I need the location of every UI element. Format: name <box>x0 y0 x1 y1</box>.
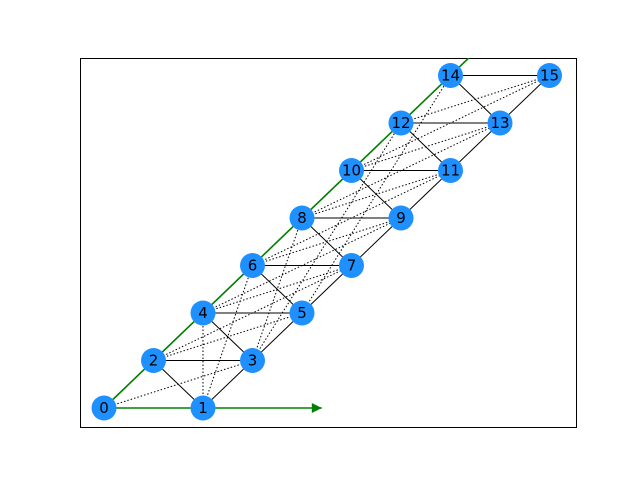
node-label: 8 <box>297 209 307 227</box>
node-circle <box>141 348 166 373</box>
node-label: 3 <box>248 352 258 370</box>
node-8: 8 <box>289 205 315 231</box>
node-label: 1 <box>198 399 208 417</box>
node-label: 15 <box>540 67 559 85</box>
node-label: 0 <box>99 399 109 417</box>
node-circle <box>190 395 216 421</box>
node-circle <box>339 158 364 183</box>
node-label: 14 <box>441 67 460 85</box>
node-label: 12 <box>391 114 410 132</box>
node-circle <box>289 205 315 231</box>
node-circle <box>487 110 513 136</box>
node-13: 13 <box>487 110 513 136</box>
node-7: 7 <box>339 253 364 278</box>
node-circle <box>240 348 265 373</box>
node-circle <box>537 63 562 88</box>
node-label: 13 <box>490 114 509 132</box>
dotted-edge-1-6 <box>202 265 253 409</box>
node-circle <box>91 395 117 421</box>
node-label: 2 <box>149 352 159 370</box>
node-label: 11 <box>441 162 460 180</box>
node-label: 5 <box>297 304 307 322</box>
node-11: 11 <box>438 158 463 183</box>
node-10: 10 <box>339 158 364 183</box>
node-circle <box>388 205 414 231</box>
node-circle <box>438 158 463 183</box>
node-9: 9 <box>388 205 414 231</box>
node-label: 4 <box>198 304 208 322</box>
node-label: 6 <box>248 257 258 275</box>
node-circle <box>240 253 265 278</box>
node-circle <box>339 253 364 278</box>
node-circle <box>388 110 414 136</box>
node-circle <box>438 63 463 88</box>
node-1: 1 <box>190 395 216 421</box>
node-label: 9 <box>396 209 406 227</box>
node-15: 15 <box>537 63 562 88</box>
node-label: 10 <box>342 162 361 180</box>
node-0: 0 <box>91 395 117 421</box>
node-4: 4 <box>190 300 216 326</box>
solid-edges <box>103 75 550 409</box>
node-3: 3 <box>240 348 265 373</box>
node-6: 6 <box>240 253 265 278</box>
plot-frame <box>80 58 577 428</box>
node-circle <box>190 300 216 326</box>
dotted-edge-3-8 <box>252 217 303 361</box>
node-12: 12 <box>388 110 414 136</box>
node-14: 14 <box>438 63 463 88</box>
node-circle <box>289 300 315 326</box>
node-5: 5 <box>289 300 315 326</box>
node-2: 2 <box>141 348 166 373</box>
node-label: 7 <box>347 257 357 275</box>
